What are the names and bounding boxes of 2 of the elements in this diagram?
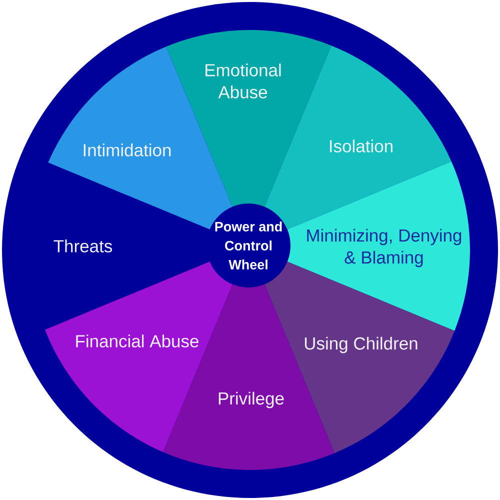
segment-label: Threats xyxy=(54,240,112,252)
wheel-segment: Minimizing, Denying & Blaming xyxy=(287,161,470,331)
